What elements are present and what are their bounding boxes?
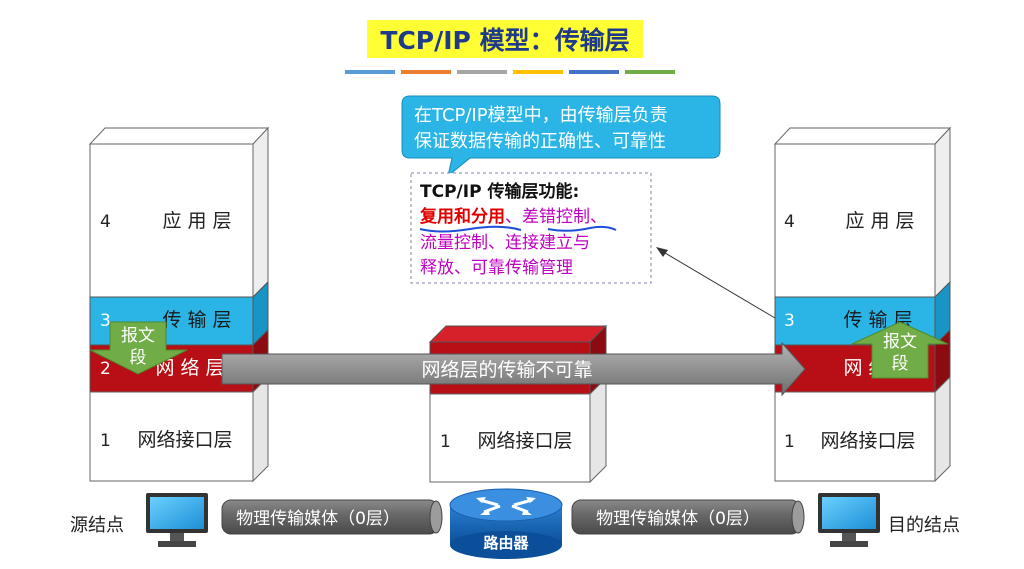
right-layer4-num: 4	[784, 212, 795, 232]
dest-computer-icon	[818, 493, 880, 547]
router-icon	[449, 488, 563, 559]
right-layer3-num: 3	[784, 311, 795, 331]
left-layer3-num: 3	[100, 311, 111, 331]
left-layer4-num: 4	[100, 212, 111, 232]
right-layer1-num: 1	[784, 432, 795, 452]
media-right-label: 物理传输媒体（0层）	[596, 509, 760, 529]
callout-bubble	[401, 95, 721, 178]
left-protocol-stack	[88, 126, 270, 483]
router-label: 路由器	[483, 534, 529, 552]
dest-label: 目的结点	[888, 515, 960, 536]
underline-mark-1	[419, 225, 522, 233]
network-transfer-label: 网络层的传输不可靠	[421, 359, 592, 381]
title-underline	[345, 70, 675, 74]
left-layer4-name: 应 用 层	[162, 210, 231, 232]
middle-layer1-num: 1	[440, 432, 451, 452]
media-right-pipe	[571, 499, 805, 535]
media-left-pipe	[221, 499, 443, 535]
left-layer1-name: 网络接口层	[137, 429, 232, 451]
pointer-line	[659, 249, 776, 319]
network-transfer-arrow	[221, 341, 806, 397]
left-layer3-name: 传 输 层	[162, 309, 231, 331]
source-computer-icon	[146, 493, 208, 547]
functions-line1: 复用和分用、差错控制、	[419, 206, 607, 227]
segment-left-line2: 段	[130, 348, 147, 368]
source-label: 源结点	[70, 515, 124, 536]
segment-down-arrow-icon	[89, 321, 188, 375]
functions-line3: 释放、可靠传输管理	[420, 258, 573, 278]
callout-line2: 保证数据传输的正确性、可靠性	[414, 131, 666, 152]
segment-right-line1: 报文	[883, 332, 917, 352]
page-title: TCP/IP 模型：传输层	[380, 26, 629, 55]
left-layer1-num: 1	[100, 431, 111, 451]
callout-line1: 在TCP/IP模型中，由传输层负责	[414, 105, 668, 126]
underline-mark-2	[547, 225, 617, 232]
left-layer2-name: 网 络 层	[155, 357, 224, 379]
title-highlight	[367, 20, 643, 58]
middle-layer1-name: 网络接口层	[477, 430, 572, 452]
left-layer2-num: 2	[100, 359, 111, 379]
functions-heading: TCP/IP 传输层功能:	[420, 181, 579, 202]
middle-protocol-stack	[428, 324, 608, 484]
functions-sep1: 、	[505, 207, 522, 227]
function-error-control: 差错控制	[522, 207, 590, 227]
segment-right-line2: 段	[892, 354, 909, 374]
right-layer4-name: 应 用 层	[845, 210, 914, 232]
right-layer1-name: 网络接口层	[820, 430, 915, 452]
functions-line2: 流量控制、连接建立与	[420, 233, 590, 253]
media-left-label: 物理传输媒体（0层）	[236, 509, 400, 529]
segment-up-arrow-icon	[851, 321, 949, 379]
functions-sep2: 、	[590, 207, 607, 227]
pointer-arrowhead-icon	[656, 247, 668, 257]
function-mux-demux: 复用和分用	[419, 206, 505, 227]
right-protocol-stack	[773, 126, 952, 483]
segment-left-line1: 报文	[121, 326, 155, 346]
